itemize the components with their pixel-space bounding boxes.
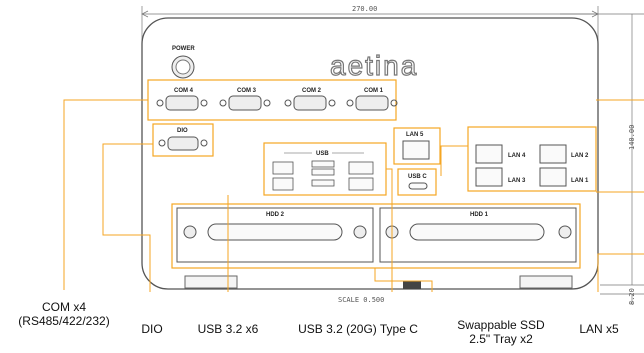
brand-logo: aetina	[330, 50, 418, 81]
callout-lines	[63, 99, 644, 292]
callout-com-line1: COM x4	[41, 300, 86, 314]
lan4-port	[475, 144, 503, 164]
com-port-4: COM 1	[346, 88, 398, 111]
dio-label: DIO	[177, 128, 188, 134]
power-icon	[175, 59, 191, 75]
com-port-3: COM 2	[284, 88, 336, 111]
lan3-port	[475, 167, 503, 187]
com-2-label: COM 2	[302, 88, 322, 94]
com-port-1: COM 4	[156, 88, 208, 111]
lan1-port	[539, 167, 567, 187]
lan3-label: LAN 3	[508, 178, 526, 184]
lan5-label: LAN 5	[406, 132, 424, 138]
com-1-label: COM 1	[364, 88, 384, 94]
dio-callout-box	[152, 123, 214, 157]
hdd-tray-2: HDD 2	[176, 207, 374, 263]
foot-left	[184, 275, 238, 289]
foot-right	[519, 275, 573, 289]
callout-usb32: USB 3.2 x6	[197, 322, 259, 336]
hdd1-label: HDD 1	[470, 212, 489, 218]
width-dimension: 270.00	[352, 5, 377, 13]
callout-com-line2: (RS485/422/232)	[18, 314, 110, 328]
lan4-label: LAN 4	[508, 153, 526, 159]
power-label: POWER	[172, 46, 195, 52]
dimension-lines	[141, 6, 644, 305]
usb-label: USB	[316, 151, 329, 157]
lan1-label: LAN 1	[571, 178, 589, 184]
usb-ports	[272, 160, 374, 191]
com-4-label: COM 4	[174, 88, 194, 94]
height-dimension: 140.00	[628, 125, 636, 150]
lan-callout-box	[467, 126, 597, 192]
hdd-callout-box	[171, 203, 581, 269]
usbc-callout-box	[397, 168, 437, 196]
hdd2-label: HDD 2	[266, 212, 285, 218]
callout-usbc: USB 3.2 (20G) Type C	[298, 322, 418, 336]
lan2-label: LAN 2	[571, 153, 589, 159]
dio-port	[167, 136, 199, 151]
foot-center	[403, 281, 421, 289]
callout-ssd-line1: Swappable SSD	[457, 318, 545, 332]
scale-label: SCALE 0.500	[338, 296, 384, 304]
callout-lan: LAN x5	[579, 322, 619, 336]
callout-ssd: Swappable SSD 2.5" Tray x2	[446, 318, 556, 346]
callout-com: COM x4 (RS485/422/232)	[4, 300, 124, 328]
callout-dio: DIO	[141, 322, 163, 336]
hdd-tray-1: HDD 1	[379, 207, 577, 263]
com-3-label: COM 3	[237, 88, 257, 94]
foot-dimension: 8.20	[628, 288, 636, 305]
com-port-2: COM 3	[219, 88, 271, 111]
usbc-port	[408, 182, 428, 190]
lan5-port	[402, 140, 430, 160]
usbc-label: USB C	[408, 174, 427, 180]
lan2-port	[539, 144, 567, 164]
callout-ssd-line2: 2.5" Tray x2	[469, 332, 533, 346]
